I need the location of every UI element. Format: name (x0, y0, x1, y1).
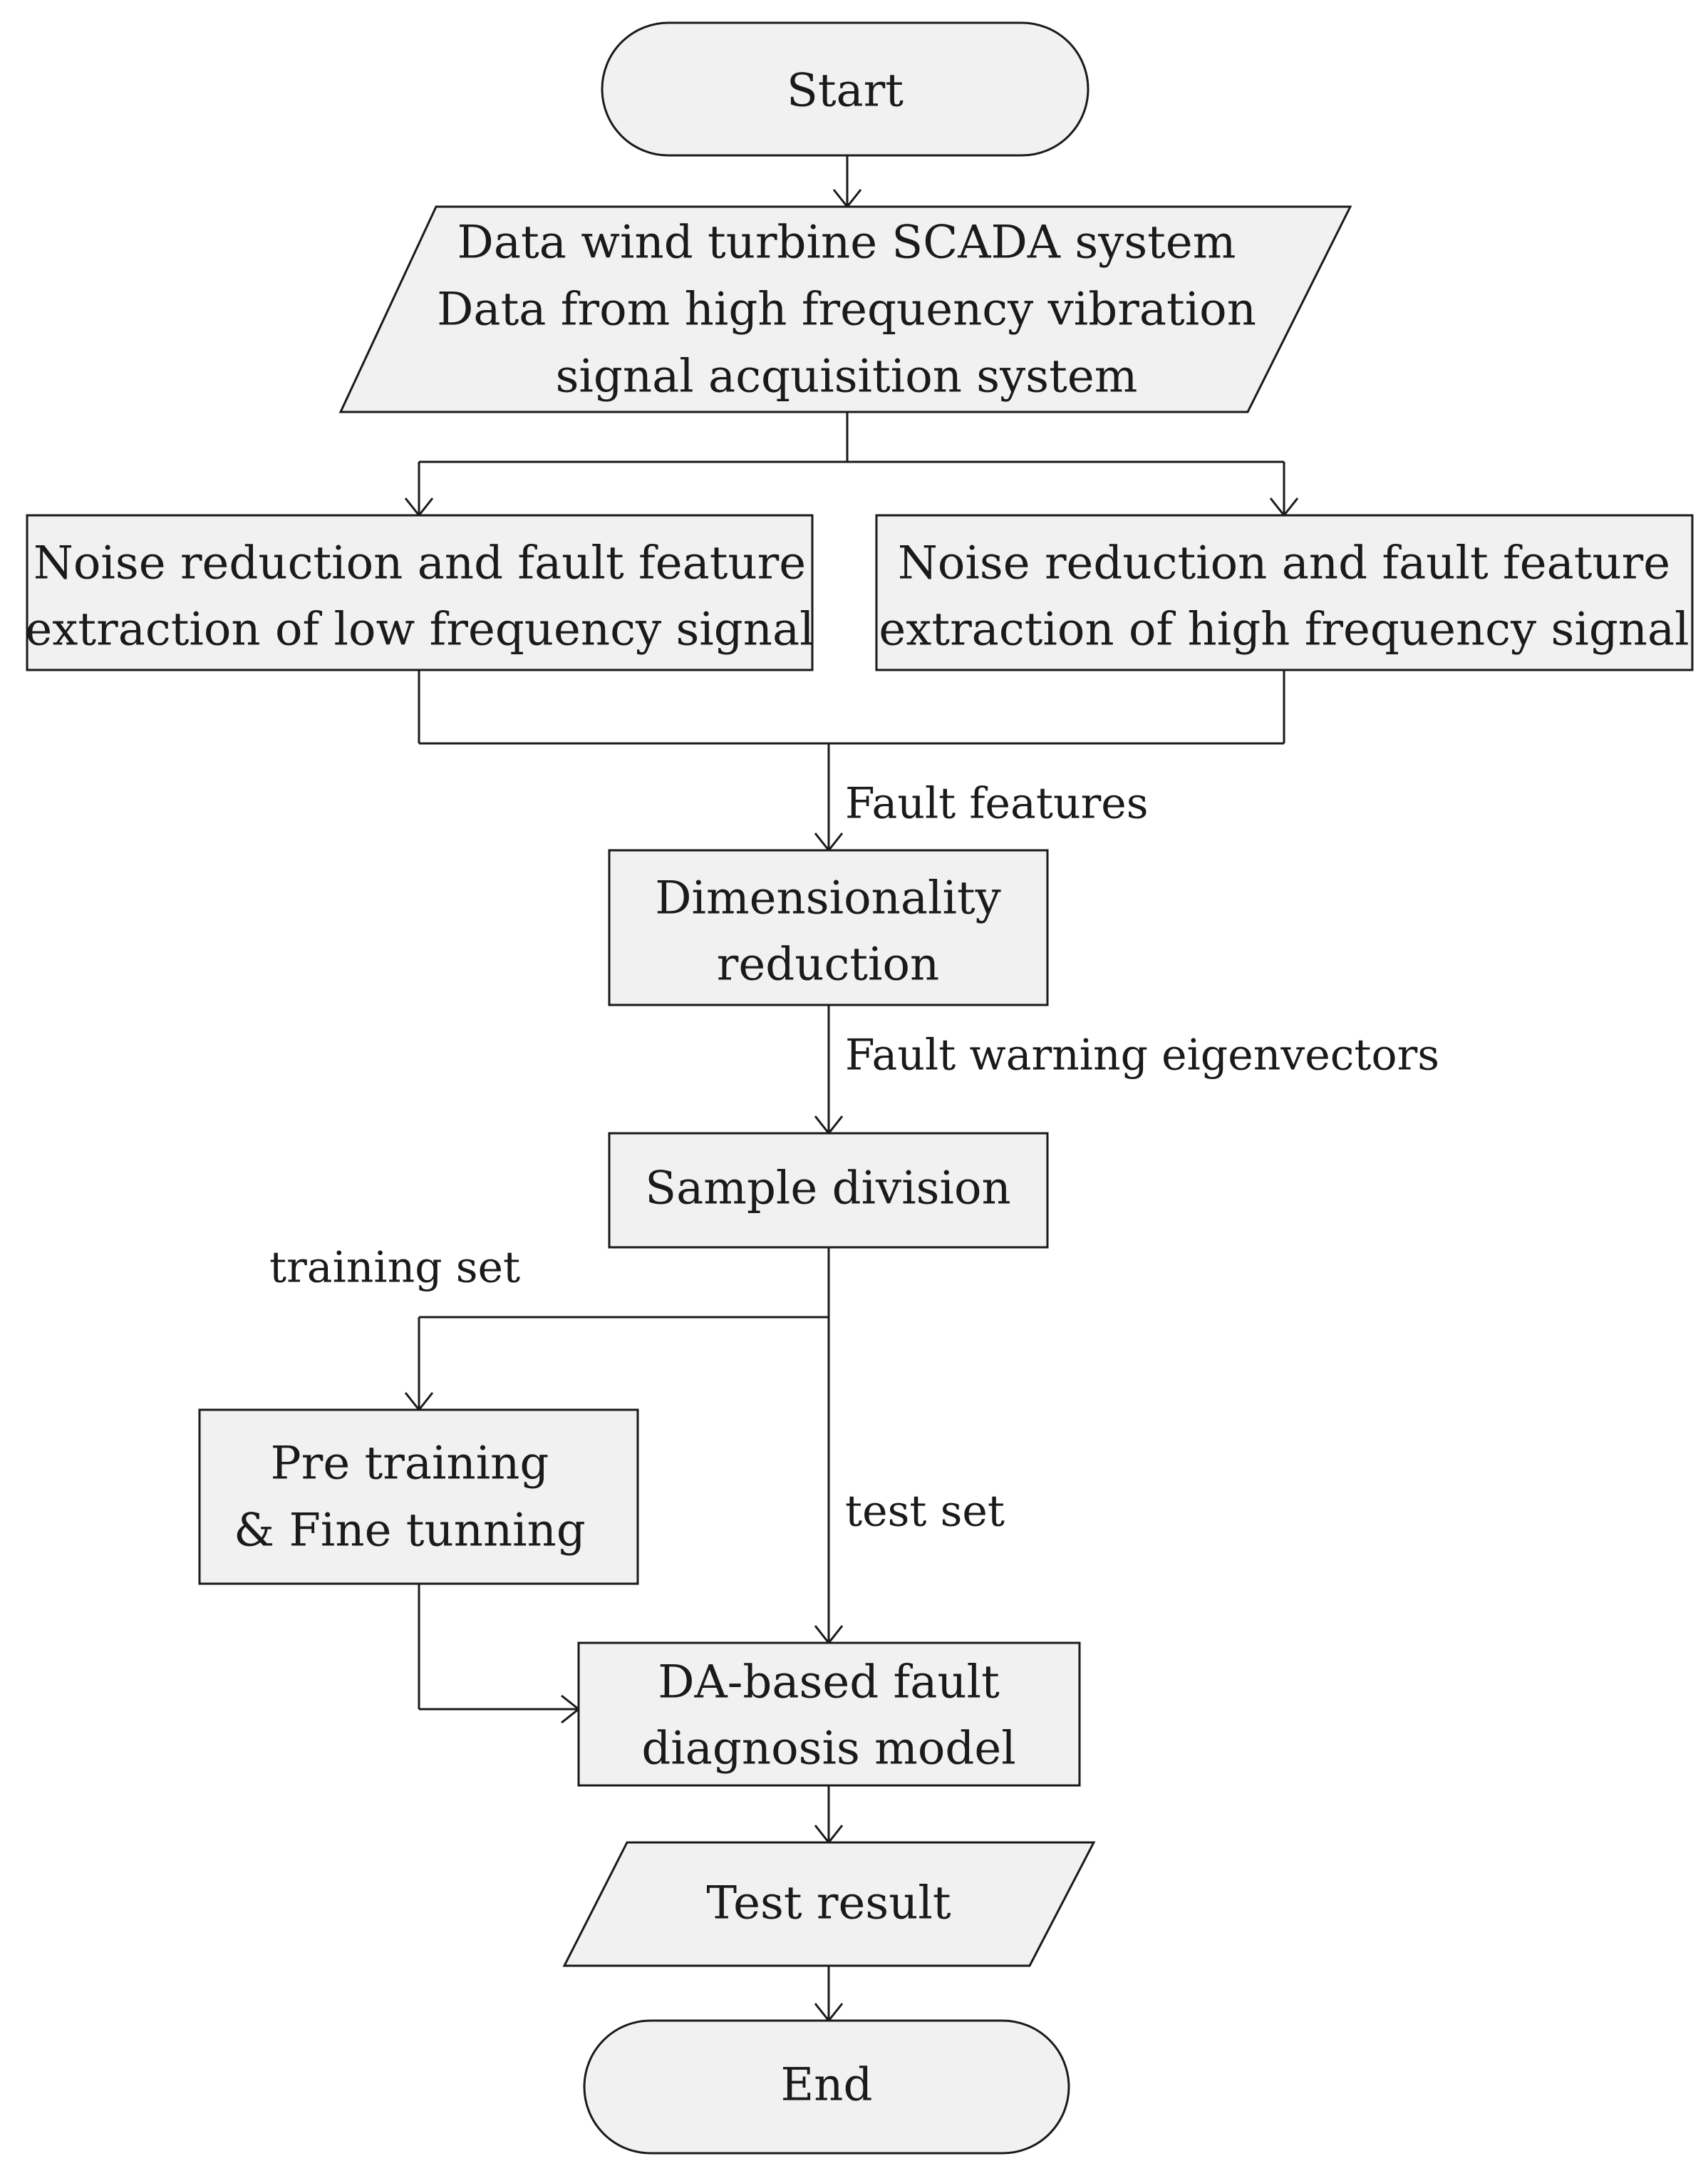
dim-reduction-line-1: Dimensionality (655, 872, 1001, 925)
parallelogram-shape (562, 1841, 1096, 1967)
sample-division-node: Sample division (608, 1132, 1049, 1249)
pretraining-line-2: & Fine tunning (234, 1505, 586, 1557)
process-shape (608, 1132, 1049, 1249)
high-freq-line-2: extraction of high frequency signal (879, 604, 1689, 656)
high-freq-line-1: Noise reduction and fault feature (898, 537, 1670, 590)
data-input-node: Data wind turbine SCADA system Data from… (338, 205, 1352, 413)
low-freq-line-2: extraction of low frequency signal (25, 604, 814, 656)
start-label: Start (787, 65, 904, 118)
process-shape (875, 514, 1694, 671)
dim-reduction-line-2: reduction (717, 939, 939, 991)
parallelogram-shape (338, 205, 1352, 413)
dim-reduction-node: Dimensionality reduction (608, 849, 1049, 1006)
edge-label-fault-warning: Fault warning eigenvectors (845, 1031, 1439, 1081)
da-model-node: DA-based fault diagnosis model (577, 1641, 1081, 1787)
edge-label-training-set: training set (269, 1243, 520, 1293)
terminator-shape (601, 21, 1090, 157)
process-shape (198, 1408, 639, 1585)
end-terminator: End (583, 2019, 1070, 2155)
low-freq-node: Noise reduction and fault feature extrac… (25, 514, 814, 671)
low-freq-line-1: Noise reduction and fault feature (33, 537, 806, 590)
test-result-node: Test result (562, 1841, 1096, 1967)
pretraining-line-1: Pre training (271, 1438, 549, 1490)
sample-division-label: Sample division (645, 1162, 1010, 1215)
data-input-line-1: Data wind turbine SCADA system (457, 217, 1236, 269)
edge-label-test-set: test set (845, 1487, 1005, 1537)
pretraining-node: Pre training & Fine tunning (198, 1408, 639, 1585)
high-freq-node: Noise reduction and fault feature extrac… (875, 514, 1694, 671)
terminator-shape (583, 2019, 1070, 2155)
da-model-line-1: DA-based fault (658, 1656, 1000, 1709)
process-shape (577, 1641, 1081, 1787)
process-shape (608, 849, 1049, 1006)
test-result-label: Test result (706, 1877, 951, 1930)
end-label: End (781, 2059, 873, 2112)
data-input-line-3: signal acquisition system (556, 351, 1138, 403)
edge-label-fault-features: Fault features (845, 779, 1149, 829)
data-input-line-2: Data from high frequency vibration (437, 284, 1256, 336)
process-shape (26, 514, 814, 671)
start-terminator: Start (601, 21, 1090, 157)
da-model-line-2: diagnosis model (641, 1723, 1015, 1775)
